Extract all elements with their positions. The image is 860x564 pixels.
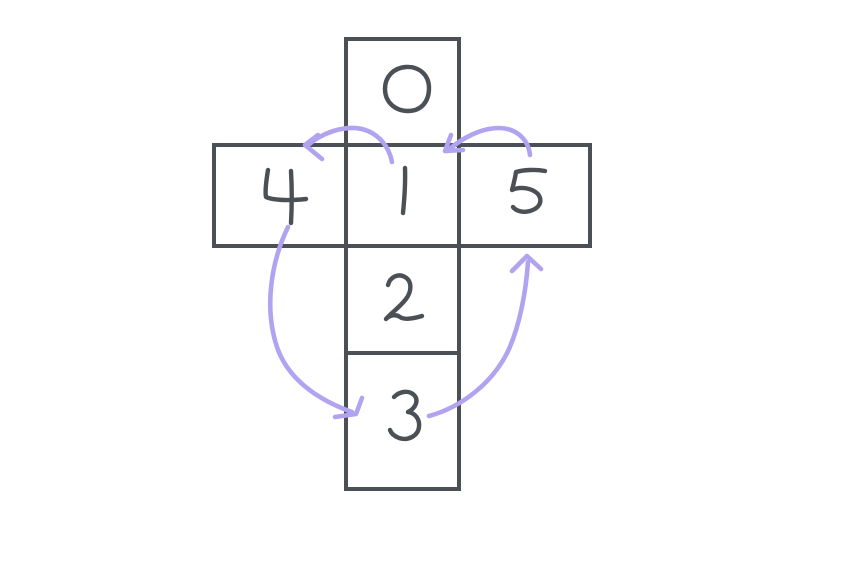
cell-3-label <box>387 389 422 442</box>
arrow-3-to-5-head-icon <box>509 253 544 274</box>
arrow-5-to-1 <box>442 125 533 158</box>
cell-2-box <box>344 244 461 355</box>
arrow-3-to-5 <box>426 253 544 419</box>
cell-5-label <box>509 167 548 214</box>
cell-4-box <box>212 143 348 248</box>
cell-4-label <box>263 167 309 226</box>
cell-1-label <box>400 165 408 216</box>
arrow-3-to-5-shaft <box>426 259 531 419</box>
swap-arrows <box>267 125 544 420</box>
cell-5-box <box>457 143 592 248</box>
arrow-1-to-4 <box>302 125 395 165</box>
arrow-4-to-3-head-icon <box>332 395 365 420</box>
arrow-4-to-3 <box>267 224 365 420</box>
net-cell-labels <box>263 64 548 442</box>
cell-2-label <box>383 273 425 322</box>
cell-0-label <box>382 64 432 114</box>
arrow-1-to-4-head-icon <box>302 132 325 162</box>
arrow-4-to-3-shaft <box>267 224 355 415</box>
arrow-1-to-4-shaft <box>304 125 395 165</box>
cell-3-box <box>344 351 461 491</box>
arrow-5-to-1-head-icon <box>442 132 466 154</box>
arrow-5-to-1-shaft <box>444 125 533 158</box>
